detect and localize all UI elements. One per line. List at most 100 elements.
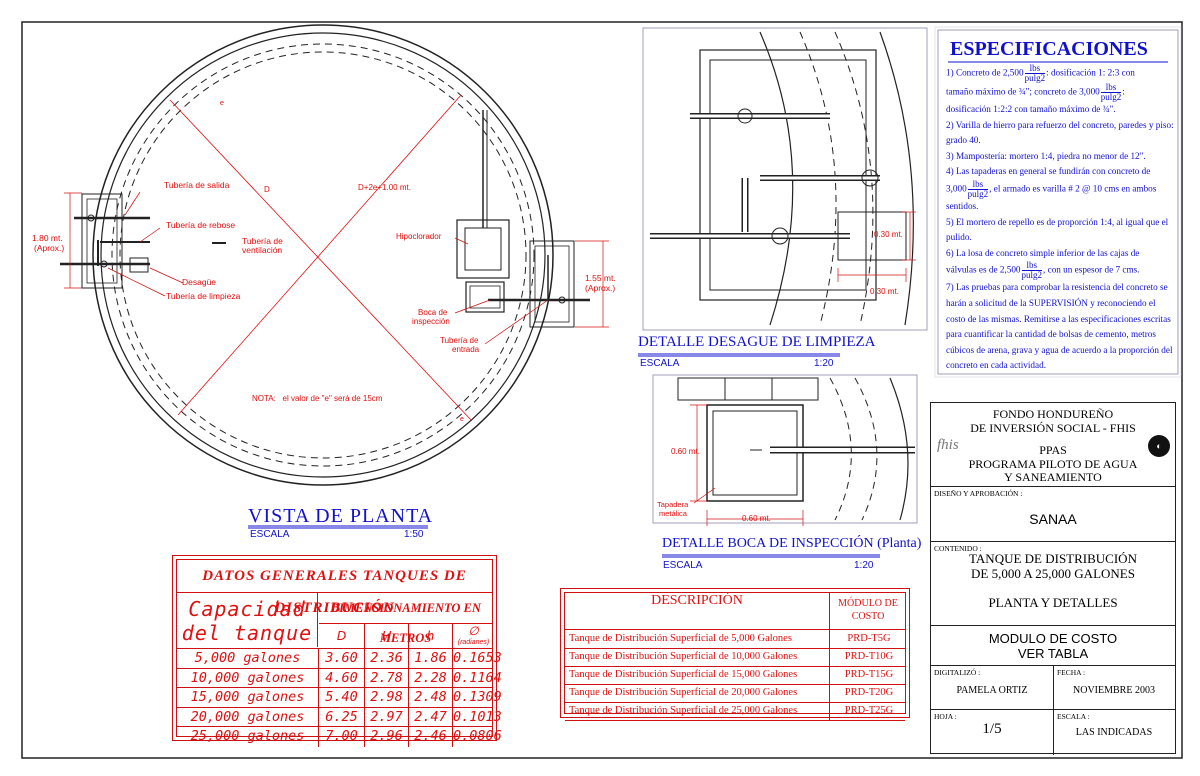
dim-right-1: 1.55 mt. (585, 273, 616, 283)
inspection-lid-1: Tapadera (657, 500, 689, 509)
drain-detail-title: DETALLE DESAGUE DE LIMPIEZA (638, 334, 876, 350)
module-code-cell: PRD-T10G (829, 648, 908, 666)
spec-item-7: 7) Las pruebas para comprobar la resiste… (946, 282, 1173, 371)
general-table-cell: 20,000 galones (177, 707, 319, 728)
description-table: DESCRIPCIÓN MÓDULO DE COSTO Tanque de Di… (560, 588, 910, 721)
label-d2e: D+2e+1.00 mt. (358, 183, 411, 192)
module-code-cell: PRD-T5G (829, 630, 908, 648)
dimensions-header: DIMENSIONAMIENTO EN METROS (319, 593, 492, 645)
general-table-cell: 6.25 (319, 707, 365, 728)
col-H: H (365, 624, 409, 648)
specs-title: ESPECIFICACIONES (950, 38, 1148, 60)
label-vent-pipe-1: Tubería de (242, 236, 283, 246)
detail-inspection-drawing (652, 374, 918, 526)
module-header: MÓDULO DE COSTO (838, 598, 898, 622)
spec-item-1-end: dosificación 1:2:2 con tamaño máximo de … (946, 104, 1116, 114)
inspection-lid-2: metálica (659, 509, 687, 518)
tb-vdivider (1053, 665, 1054, 755)
general-table-cell: 2.78 (365, 668, 409, 689)
label-inlet-1: Tubería de (440, 336, 479, 345)
description-cell: Tanque de Distribución Superficial de 15… (569, 669, 798, 680)
general-table-cell: 5,000 galones (177, 649, 319, 669)
description-table-row: Tanque de Distribución Superficial de 25… (565, 702, 905, 721)
general-table-cell: 2.28 (409, 668, 453, 689)
dim-left-1: 1.80 mt. (32, 233, 63, 243)
module-1: MODULO DE COSTO (988, 631, 1118, 646)
col-h: h (409, 624, 453, 648)
digit-value: PAMELA ORTIZ (956, 685, 1028, 696)
general-table-cell: 15,000 galones (177, 688, 319, 708)
drain-dim-2: 0.30 mt. (870, 287, 899, 296)
design-label: DISEÑO Y APROBACIÓN : (934, 489, 1023, 498)
scale-value: LAS INDICADAS (1075, 727, 1153, 738)
drain-dim-1: 0.30 mt. (874, 230, 903, 239)
description-cell: Tanque de Distribución Superficial de 25… (569, 705, 798, 716)
general-table-cell: 2.98 (365, 688, 409, 708)
general-table-cell: 10,000 galones (177, 668, 319, 689)
module-code-cell: PRD-T20G (829, 684, 908, 702)
content-1: TANQUE DE DISTRIBUCIÓN (969, 551, 1137, 566)
label-drain: Desagüe (182, 277, 217, 287)
col-phi: ∅ (radianes) (457, 624, 490, 646)
general-table-cell: 2.47 (409, 707, 453, 728)
general-table-cell: 0.1309 (453, 689, 502, 706)
spec-item-2: 2) Varilla de hierro para refuerzo del c… (946, 119, 1174, 146)
general-table-cell: 0.1013 (453, 708, 502, 725)
general-table-cell: 3.60 (319, 649, 365, 669)
general-table-cell: 2.46 (409, 727, 453, 747)
sheet-value: 1/5 (982, 721, 1002, 737)
content-3: PLANTA Y DETALLES (988, 595, 1118, 610)
inspection-scale-label: ESCALA (663, 560, 703, 571)
description-cell: Tanque de Distribución Superficial de 5,… (569, 633, 792, 644)
general-table-title: DATOS GENERALES TANQUES DE DISTRIBUCIÓN (177, 560, 492, 616)
general-table-cell: 7.00 (319, 727, 365, 747)
dim-right-2: (Aprox.) (585, 283, 616, 293)
label-inlet-2: entrada (452, 345, 480, 354)
general-table-cell: 2.36 (365, 649, 409, 669)
title-block: FONDO HONDUREÑO DE INVERSIÓN SOCIAL - FH… (930, 402, 1176, 755)
inspection-detail-title: DETALLE BOCA DE INSPECCIÓN (Planta) (662, 536, 922, 551)
drain-scale-label: ESCALA (640, 358, 680, 369)
general-table-cell: 2.48 (409, 688, 453, 708)
capacity-header: Capacidad del tanque (177, 593, 318, 647)
program-3: Y SANEAMIENTO (1004, 470, 1102, 484)
description-cell: Tanque de Distribución Superficial de 10… (569, 651, 798, 662)
content-2: DE 5,000 A 25,000 GALONES (971, 566, 1135, 581)
general-table-cell: 4.60 (319, 668, 365, 689)
general-table-cell: 0.1653 (453, 650, 502, 666)
plan-title: VISTA DE PLANTA (248, 505, 434, 527)
label-cleaning-pipe: Tubería de limpieza (166, 291, 241, 301)
description-table-row: Tanque de Distribución Superficial de 5,… (565, 630, 905, 649)
inspection-scale: 1:20 (854, 560, 874, 571)
digit-label: DIGITALIZÓ : (934, 668, 981, 677)
general-table-cell: 5.40 (319, 688, 365, 708)
spec-item-6: 6) La losa de concreto simple inferior d… (946, 247, 1140, 281)
scale-label: ESCALA : (1057, 712, 1090, 721)
spec-item-5: 5) El mortero de repello es de proporció… (946, 216, 1169, 243)
plan-view (60, 24, 609, 486)
module-2: VER TABLA (1017, 646, 1089, 661)
description-table-row: Tanque de Distribución Superficial de 20… (565, 684, 905, 703)
label-e-bottom: e (460, 416, 464, 423)
general-table-cell: 25,000 galones (177, 727, 319, 747)
org-name-2: DE INVERSIÓN SOCIAL - FHIS (970, 421, 1136, 435)
general-table-cell: 0.0806 (453, 728, 502, 745)
label-e-top: e (220, 100, 224, 107)
plan-scale-label: ESCALA (250, 529, 290, 540)
dim-left-2: (Aprox.) (34, 243, 65, 253)
sheet-label: HOJA : (934, 712, 957, 721)
general-table-cell: 0.1164 (453, 669, 502, 686)
label-inspection-1: Boca de (418, 308, 448, 317)
general-table-cell: 2.97 (365, 707, 409, 728)
design-value: SANAA (1029, 511, 1077, 527)
date-label: FECHA : (1057, 668, 1086, 677)
label-overflow-pipe: Tubería de rebose (166, 220, 236, 230)
program-2: PROGRAMA PILOTO DE AGUA (968, 457, 1138, 471)
